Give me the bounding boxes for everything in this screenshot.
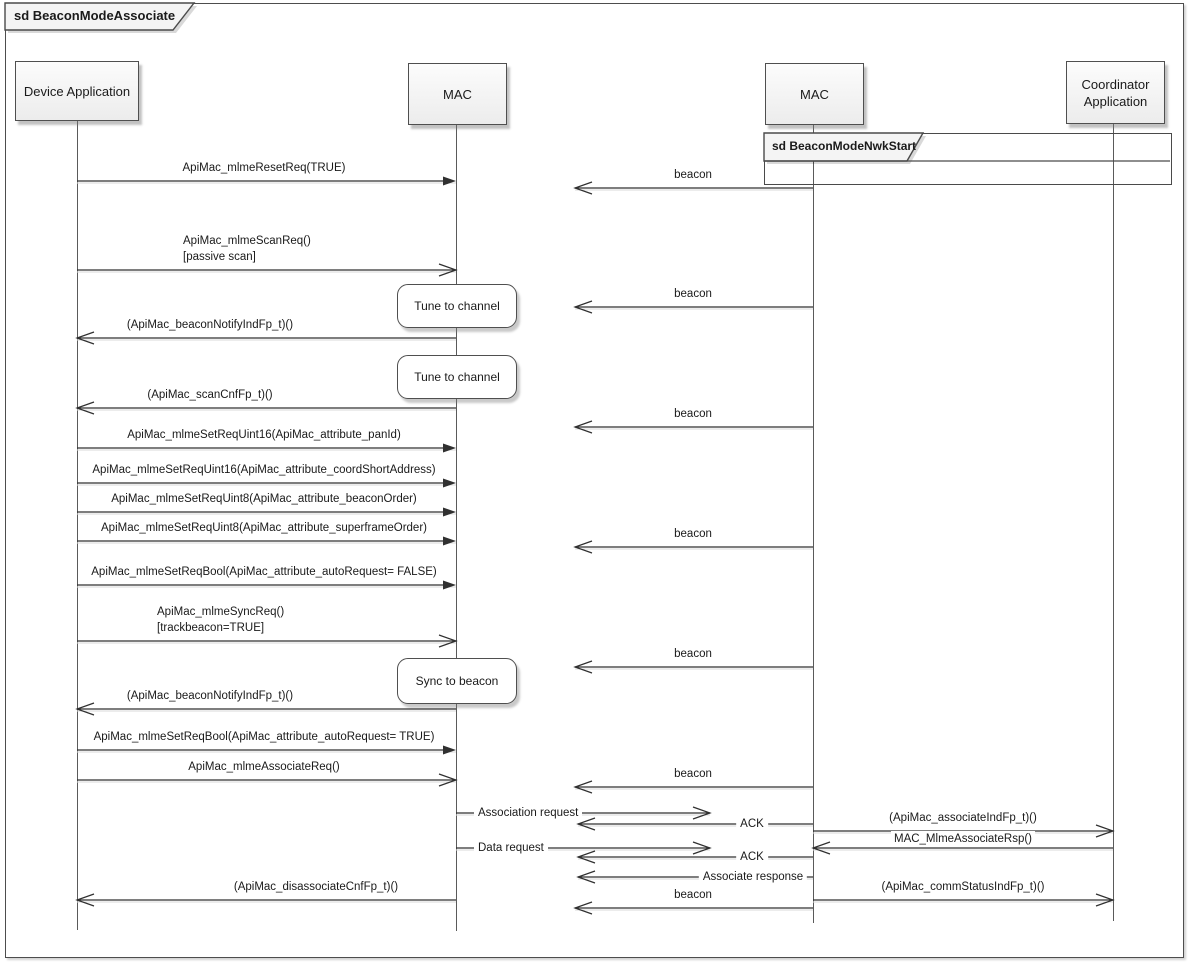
mlme-sync-req-label: ApiMac_mlmeSyncReq() [trackbeacon=TRUE] [157, 606, 285, 634]
associate-ind-label: (ApiMac_associateIndFp_t)() [889, 812, 1037, 824]
note-tune-to-channel-2: Tune to channel [397, 355, 517, 399]
diagram-frame-title: sd BeaconModeAssociate [14, 8, 176, 23]
set-req-pan-id-label: ApiMac_mlmeSetReqUint16(ApiMac_attribute… [127, 429, 401, 441]
ack-1-label: ACK [736, 816, 768, 832]
beacon-3-label: beacon [674, 408, 712, 420]
note-tune-to-channel-1: Tune to channel [397, 284, 517, 328]
set-req-superframe-order-label: ApiMac_mlmeSetReqUint8(ApiMac_attribute_… [101, 522, 427, 534]
beacon-2-label: beacon [674, 288, 712, 300]
beacon-notify-ind-2-label: (ApiMac_beaconNotifyIndFp_t)() [126, 690, 294, 702]
mlme-reset-req-label: ApiMac_mlmeResetReq(TRUE) [182, 162, 346, 174]
lifeline-coordinator-application [1113, 122, 1114, 921]
lifeline-head-coordinator-application: Coordinator Application [1066, 61, 1165, 124]
lifeline-label-mac-coordinator: MAC [800, 86, 829, 102]
beacon-notify-ind-1-label: (ApiMac_beaconNotifyIndFp_t)() [126, 319, 294, 331]
scan-cnf-label: (ApiMac_scanCnfFp_t)() [147, 389, 273, 401]
association-request-label: Association request [474, 805, 583, 821]
lifeline-device-application [77, 119, 78, 930]
disassociate-cnf-label: (ApiMac_disassociateCnfFp_t)() [233, 881, 399, 893]
note-tune-to-channel-2-label: Tune to channel [414, 370, 500, 384]
beacon-7-label: beacon [674, 889, 712, 901]
beacon-5-label: beacon [674, 648, 712, 660]
comm-status-ind-label: (ApiMac_commStatusIndFp_t)() [881, 881, 1045, 893]
lifeline-mac-device [456, 123, 457, 931]
set-req-coord-short-address-label: ApiMac_mlmeSetReqUint16(ApiMac_attribute… [92, 464, 436, 476]
mlme-scan-req-label: ApiMac_mlmeScanReq() [passive scan] [183, 235, 311, 263]
beacon-1-label: beacon [674, 169, 712, 181]
lifeline-mac-coordinator [813, 123, 814, 923]
beacon-4-label: beacon [674, 528, 712, 540]
note-sync-to-beacon: Sync to beacon [397, 658, 517, 704]
set-req-beacon-order-label: ApiMac_mlmeSetReqUint8(ApiMac_attribute_… [111, 493, 417, 505]
nested-ref-frame-title: sd BeaconModeNwkStart [772, 139, 917, 153]
mlme-associate-req-label: ApiMac_mlmeAssociateReq() [188, 761, 340, 773]
lifeline-label-mac-device: MAC [443, 86, 472, 102]
associate-response-label: Associate response [698, 869, 808, 885]
lifeline-head-mac-device: MAC [408, 63, 507, 125]
ack-2-label: ACK [736, 849, 768, 865]
lifeline-label-device-application: Device Application [23, 83, 131, 99]
mlme-associate-rsp-label: MAC_MlmeAssociateRsp() [890, 831, 1036, 847]
lifeline-head-device-application: Device Application [15, 61, 139, 121]
note-tune-to-channel-1-label: Tune to channel [414, 299, 500, 313]
diagram-frame [5, 3, 1184, 958]
note-sync-to-beacon-label: Sync to beacon [415, 674, 499, 688]
beacon-6-label: beacon [674, 768, 712, 780]
set-req-auto-request-true-label: ApiMac_mlmeSetReqBool(ApiMac_attribute_a… [93, 731, 435, 743]
data-request-label: Data request [474, 840, 548, 856]
lifeline-label-coordinator-application: Coordinator Application [1081, 76, 1150, 109]
set-req-auto-request-false-label: ApiMac_mlmeSetReqBool(ApiMac_attribute_a… [91, 566, 437, 578]
lifeline-head-mac-coordinator: MAC [765, 63, 864, 125]
